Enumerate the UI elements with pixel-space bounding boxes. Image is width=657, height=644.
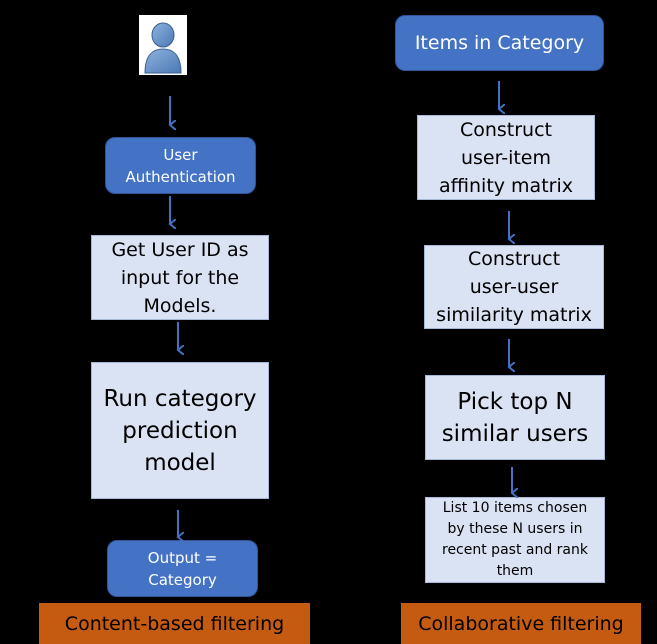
content-based-filtering-label-box: Content-based filtering bbox=[39, 603, 310, 644]
affinity-matrix-box: Construct user-item affinity matrix bbox=[417, 115, 595, 200]
user-authentication-label: User Authentication bbox=[125, 145, 236, 186]
output-category-label: Output = Category bbox=[147, 548, 218, 589]
get-user-id-label: Get User ID as input for the Models. bbox=[111, 238, 249, 317]
content-based-filtering-label: Content-based filtering bbox=[64, 612, 285, 635]
items-in-category-label: Items in Category bbox=[414, 32, 585, 54]
pick-top-n-box: Pick top N similar users bbox=[425, 375, 605, 460]
run-model-box: Run category prediction model bbox=[91, 362, 269, 499]
run-model-label: Run category prediction model bbox=[103, 385, 257, 476]
similarity-matrix-label: Construct user-user similarity matrix bbox=[436, 248, 592, 326]
collaborative-filtering-label: Collaborative filtering bbox=[418, 612, 624, 635]
collaborative-filtering-label-box: Collaborative filtering bbox=[401, 603, 641, 644]
user-avatar-icon bbox=[139, 15, 187, 75]
affinity-matrix-label: Construct user-item affinity matrix bbox=[438, 118, 573, 197]
similarity-matrix-box: Construct user-user similarity matrix bbox=[424, 245, 604, 329]
list-items-label: List 10 items chosen by these N users in… bbox=[442, 500, 588, 579]
items-in-category-box: Items in Category bbox=[395, 15, 604, 71]
list-items-box: List 10 items chosen by these N users in… bbox=[425, 497, 605, 583]
output-category-box: Output = Category bbox=[107, 540, 258, 597]
get-user-id-box: Get User ID as input for the Models. bbox=[91, 235, 269, 320]
user-authentication-box: User Authentication bbox=[105, 137, 256, 194]
pick-top-n-label: Pick top N similar users bbox=[441, 388, 589, 447]
